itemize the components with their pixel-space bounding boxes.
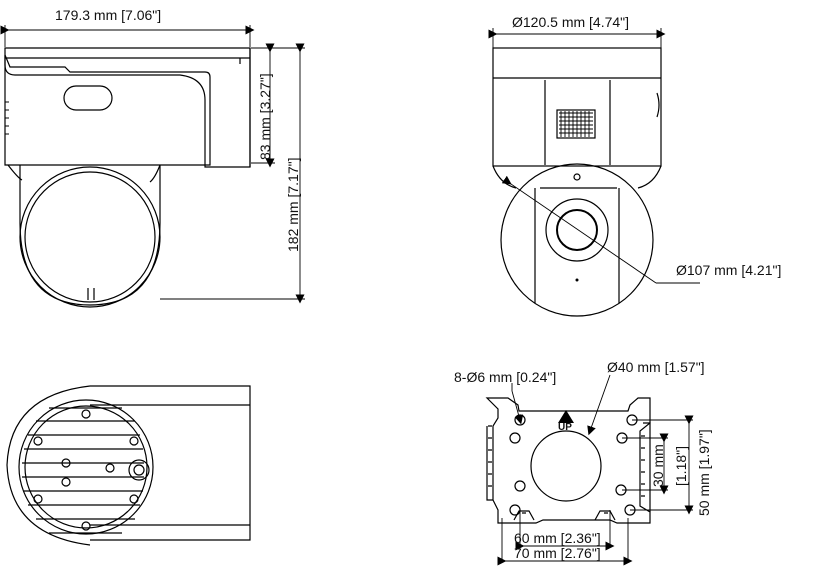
dome-diameter-label: Ø107 mm [4.21"] <box>676 262 781 278</box>
hole-spec-label: 8-Ø6 mm [0.24"] <box>454 369 556 385</box>
side-width-label: 179.3 mm [7.06"] <box>55 7 161 23</box>
front-view-dimensions: Ø120.5 mm [4.74"] Ø107 mm [4.21"] <box>488 14 781 284</box>
side-height-total-label: 182 mm [7.17"] <box>285 158 301 252</box>
side-height-upper-label: 83 mm [3.27"] <box>257 73 273 160</box>
mount-60-label: 60 mm [2.36"] <box>514 530 601 546</box>
mount-50-label: 50 mm [1.97"] <box>696 429 712 516</box>
mount-plate: UP <box>485 397 651 524</box>
mount-up-mark: UP <box>558 422 572 433</box>
front-diameter-label: Ø120.5 mm [4.74"] <box>512 14 629 30</box>
front-view-camera <box>492 47 662 317</box>
center-hole-label: Ø40 mm [1.57"] <box>607 359 705 375</box>
side-view-camera <box>4 47 251 308</box>
bottom-view-camera <box>6 385 251 546</box>
side-view-dimensions: 179.3 mm [7.06"] 83 mm [3.27"] 182 mm [7… <box>0 7 305 304</box>
mount-dimensions: 8-Ø6 mm [0.24"] Ø40 mm [1.57"] 30 mm [1.… <box>454 359 712 566</box>
mount-30-in-label: [1.18"] <box>673 446 689 486</box>
mount-30-mm-label: 30 mm <box>650 444 666 487</box>
mount-70-label: 70 mm [2.76"] <box>514 545 601 561</box>
